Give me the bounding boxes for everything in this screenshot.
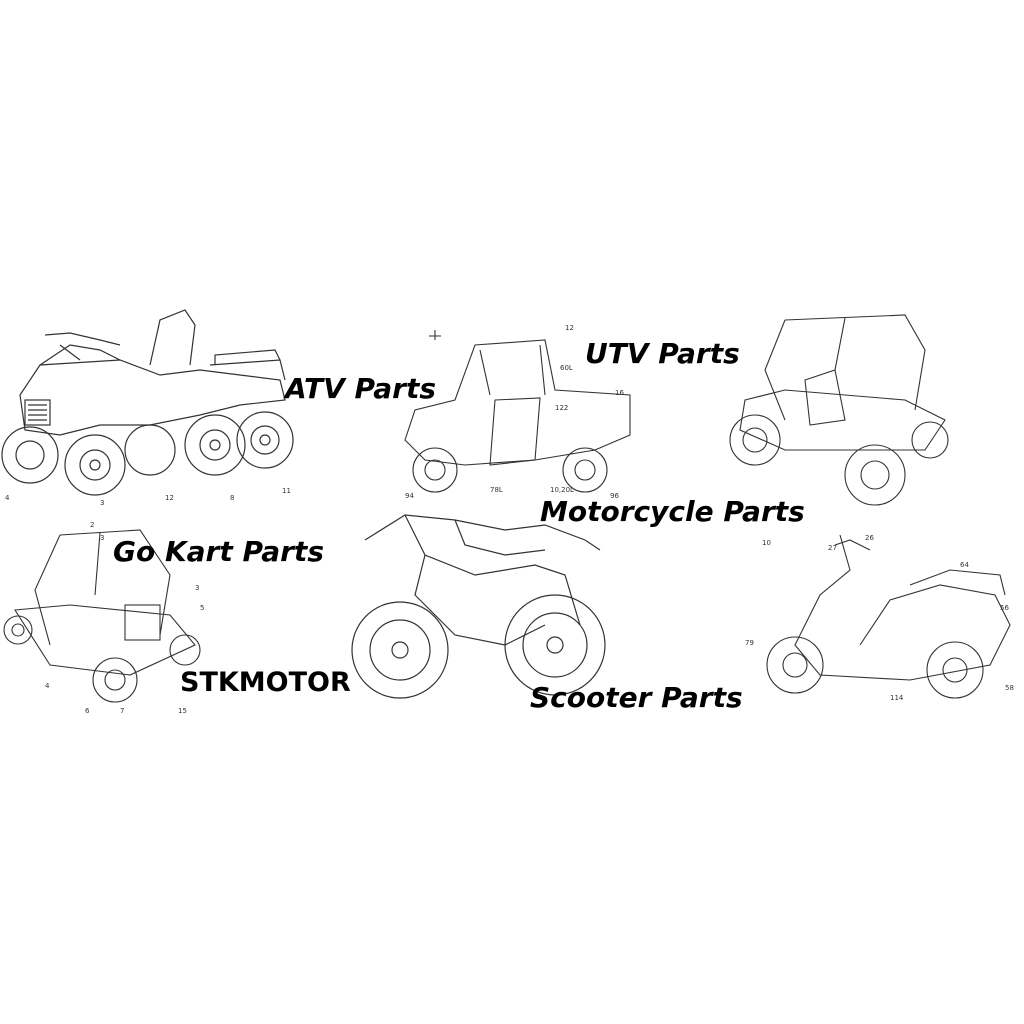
go-kart-drawing: 2 3 3 5 4 6 7 15: [0, 515, 215, 715]
svg-text:3: 3: [100, 499, 104, 505]
svg-text:11: 11: [282, 487, 291, 495]
scooter-drawing: 10 27 26 64 56 79 114 58: [740, 525, 1020, 710]
svg-text:60L: 60L: [560, 364, 573, 372]
motorcycle-parts-label[interactable]: Motorcycle Parts: [540, 495, 805, 528]
svg-text:3: 3: [195, 584, 199, 592]
buggy-drawing: [725, 310, 955, 510]
svg-text:114: 114: [890, 694, 904, 702]
go-kart-parts-label[interactable]: Go Kart Parts: [113, 535, 324, 568]
svg-text:12: 12: [565, 324, 574, 332]
utv-parts-label[interactable]: UTV Parts: [585, 337, 740, 370]
svg-text:4: 4: [45, 682, 50, 690]
atv-parts-label[interactable]: ATV Parts: [285, 372, 436, 405]
svg-text:96: 96: [610, 492, 619, 500]
utv-drawing: 12 60L 122 16 94 78L 10,20L 96: [395, 310, 645, 505]
brand-name: STKMOTOR: [180, 667, 351, 698]
svg-text:4: 4: [5, 494, 10, 502]
svg-text:2: 2: [90, 521, 94, 529]
motorcycle-drawing: [345, 505, 615, 705]
svg-text:78L: 78L: [490, 486, 503, 494]
svg-text:10: 10: [762, 539, 771, 547]
svg-text:6: 6: [85, 707, 90, 715]
svg-text:64: 64: [960, 561, 969, 569]
svg-text:56: 56: [1000, 604, 1009, 612]
svg-text:58: 58: [1005, 684, 1014, 692]
svg-text:7: 7: [120, 707, 124, 715]
scooter-parts-label[interactable]: Scooter Parts: [530, 681, 743, 714]
svg-text:27: 27: [828, 544, 837, 552]
svg-text:79: 79: [745, 639, 754, 647]
svg-text:26: 26: [865, 534, 874, 542]
svg-text:5: 5: [200, 604, 204, 612]
atv-drawing: 4 3 12 8 11: [0, 305, 300, 505]
svg-text:10,20L: 10,20L: [550, 486, 574, 494]
svg-text:16: 16: [615, 389, 624, 397]
svg-text:94: 94: [405, 492, 414, 500]
svg-text:12: 12: [165, 494, 174, 502]
svg-text:15: 15: [178, 707, 187, 715]
svg-text:122: 122: [555, 404, 568, 412]
svg-text:3: 3: [100, 534, 104, 542]
svg-text:8: 8: [230, 494, 234, 502]
